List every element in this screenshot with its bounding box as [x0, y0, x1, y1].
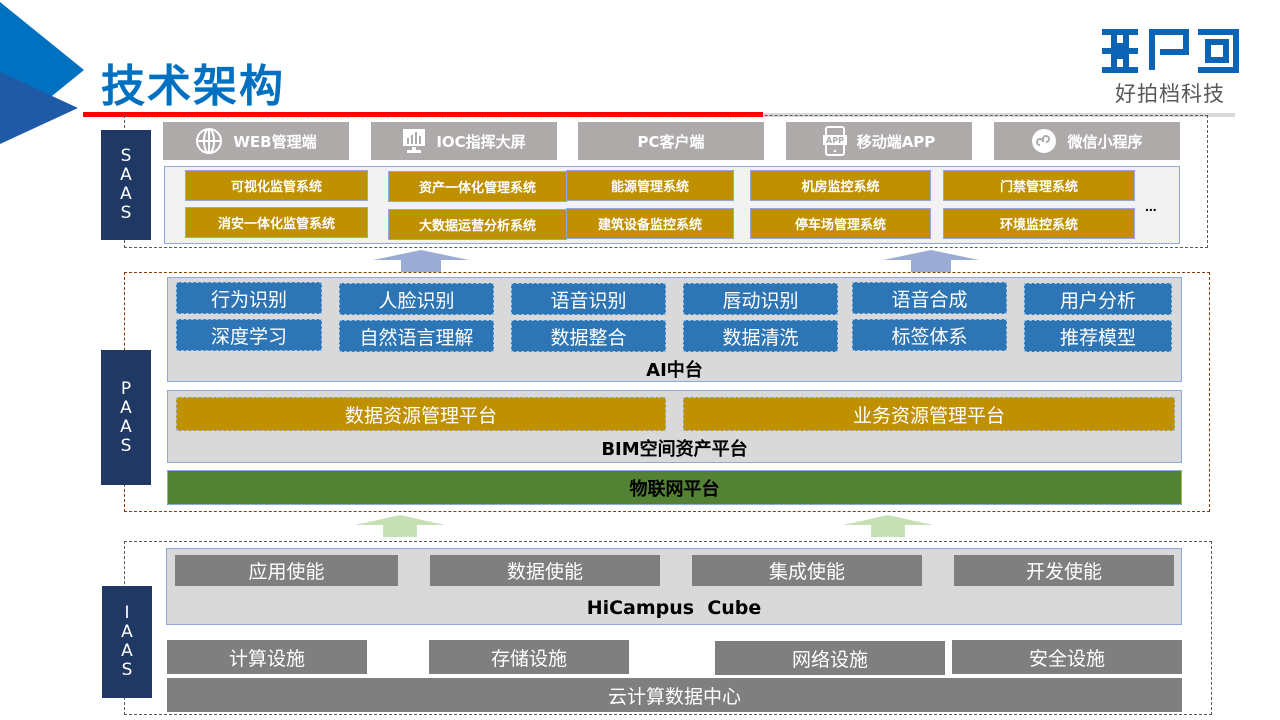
client-pc-label: PC客户端 — [637, 132, 705, 151]
ai-platform-label: AI中台 — [646, 360, 703, 381]
paas-side-label: P A A S — [101, 350, 151, 485]
client-miniprogram-label: 微信小程序 — [1067, 132, 1143, 151]
enabler-box[interactable]: 数据使能 — [430, 555, 660, 586]
ai-capability[interactable]: 标签体系 — [852, 319, 1007, 351]
resource-platform-data[interactable]: 数据资源管理平台 — [176, 397, 666, 431]
facility-box[interactable]: 存储设施 — [429, 640, 629, 674]
enabler-box[interactable]: 开发使能 — [954, 555, 1174, 586]
side-letter: S — [120, 203, 132, 223]
side-letter: A — [121, 641, 133, 661]
more-systems-ellipsis: ... — [1145, 198, 1157, 214]
ai-capability[interactable]: 行为识别 — [176, 282, 322, 314]
arrow-up-icon — [355, 515, 445, 537]
monitor-chart-icon — [403, 129, 426, 153]
ai-capability[interactable]: 语音识别 — [511, 283, 666, 315]
ai-platform-panel — [167, 277, 1182, 382]
facility-box[interactable]: 网络设施 — [715, 641, 945, 675]
iaas-side-label: I A A S — [102, 586, 152, 698]
client-ioc[interactable]: IOC指挥大屏 — [371, 122, 557, 160]
ai-capability[interactable]: 唇动识别 — [683, 283, 838, 315]
side-letter: A — [120, 416, 132, 437]
client-mobile[interactable]: APP 移动端APP — [786, 122, 972, 160]
ai-capability[interactable]: 人脸识别 — [339, 283, 494, 315]
side-letter: A — [121, 622, 133, 642]
client-web-label: WEB管理端 — [233, 132, 317, 151]
ai-capability[interactable]: 推荐模型 — [1024, 320, 1172, 352]
arrow-up-icon — [373, 250, 469, 272]
client-mobile-label: 移动端APP — [856, 132, 936, 151]
system-box[interactable]: 建筑设备监控系统 — [566, 208, 734, 239]
cloud-datacenter[interactable]: 云计算数据中心 — [167, 678, 1182, 712]
mobile-app-icon: APP — [822, 126, 847, 156]
system-box[interactable]: 可视化监管系统 — [185, 170, 368, 201]
ai-capability[interactable]: 数据整合 — [511, 320, 666, 352]
arrow-up-icon — [883, 250, 979, 272]
ai-capability[interactable]: 语音合成 — [852, 282, 1007, 314]
system-box[interactable]: 资产一体化管理系统 — [388, 171, 567, 202]
enabler-box[interactable]: 集成使能 — [692, 555, 922, 586]
system-box[interactable]: 门禁管理系统 — [943, 170, 1135, 201]
client-miniprogram[interactable]: 微信小程序 — [994, 122, 1180, 160]
side-letter: P — [120, 378, 132, 399]
ai-capability[interactable]: 深度学习 — [176, 319, 322, 351]
system-box[interactable]: 机房监控系统 — [750, 170, 931, 201]
header-triangle-shadow-decoration — [0, 72, 78, 144]
ai-capability[interactable]: 用户分析 — [1024, 283, 1172, 315]
system-box[interactable]: 环境监控系统 — [943, 208, 1135, 239]
client-pc[interactable]: PC客户端 — [578, 122, 764, 160]
arrow-up-icon — [843, 515, 933, 537]
side-letter: I — [124, 603, 130, 623]
mini-program-icon — [1032, 129, 1057, 153]
bim-platform-label: BIM空间资产平台 — [601, 439, 748, 460]
resource-platform-business[interactable]: 业务资源管理平台 — [683, 397, 1175, 431]
globe-icon — [196, 128, 223, 154]
ai-capability[interactable]: 自然语言理解 — [339, 320, 494, 352]
client-ioc-label: IOC指挥大屏 — [436, 132, 526, 151]
iot-platform[interactable]: 物联网平台 — [167, 470, 1182, 505]
side-letter: A — [120, 397, 132, 418]
client-web[interactable]: WEB管理端 — [163, 122, 349, 160]
side-letter: S — [121, 660, 133, 680]
ai-capability[interactable]: 数据清洗 — [683, 320, 838, 352]
side-letter: S — [120, 146, 132, 166]
system-box[interactable]: 消安一体化监管系统 — [185, 207, 368, 238]
saas-side-label: S A A S — [101, 130, 151, 240]
facility-box[interactable]: 计算设施 — [167, 640, 367, 674]
system-box[interactable]: 停车场管理系统 — [750, 208, 931, 239]
hicampus-cube-label: HiCampus Cube — [586, 597, 762, 619]
side-letter: S — [120, 435, 132, 456]
enabler-box[interactable]: 应用使能 — [175, 555, 398, 586]
system-box[interactable]: 能源管理系统 — [566, 170, 734, 201]
side-letter: A — [120, 184, 132, 204]
page-title: 技术架构 — [101, 61, 285, 112]
system-box[interactable]: 大数据运营分析系统 — [388, 209, 567, 240]
company-logo-icon — [1102, 29, 1239, 73]
title-underline-red — [83, 112, 763, 117]
svg-text:APP: APP — [826, 136, 844, 145]
facility-box[interactable]: 安全设施 — [952, 640, 1182, 674]
side-letter: A — [120, 165, 132, 185]
company-name: 好拍档科技 — [1115, 82, 1225, 106]
